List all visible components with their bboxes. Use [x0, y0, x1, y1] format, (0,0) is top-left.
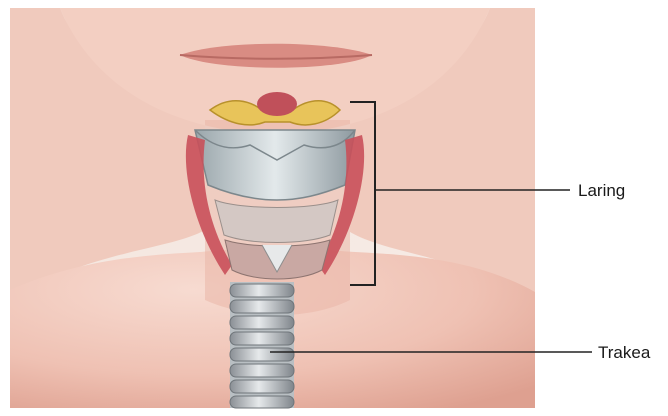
thyroid-cartilage — [195, 130, 355, 200]
trachea-rings — [230, 282, 294, 408]
larynx-label: Laring — [578, 181, 625, 201]
epiglottis — [257, 92, 297, 116]
trachea-label: Trakea — [598, 343, 650, 363]
